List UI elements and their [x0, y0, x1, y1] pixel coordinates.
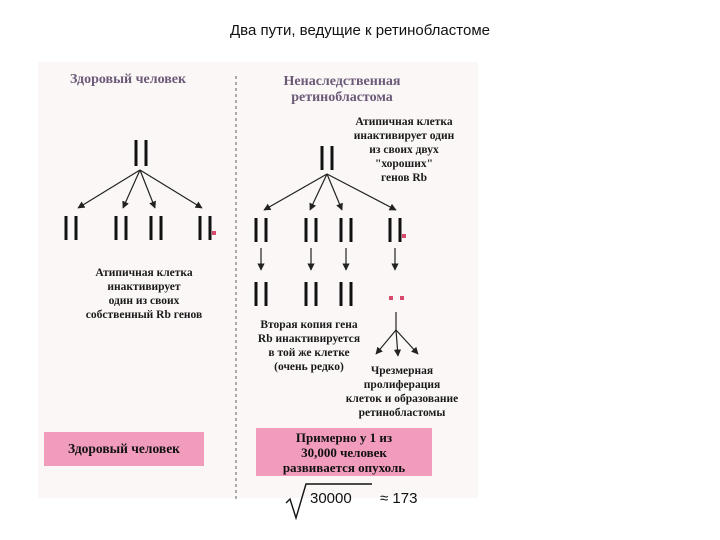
caption-line: инактивирует	[107, 281, 181, 293]
caption-line: собственный Rb генов	[85, 309, 203, 321]
caption-line: клеток и образование	[345, 393, 459, 405]
caption-line: ретинобластомы	[358, 407, 446, 419]
note-line: Атипичная клетка	[355, 116, 453, 128]
formula-radicand: 30000	[310, 490, 352, 507]
result-line: развивается опухоль	[282, 460, 406, 475]
left-parent-chromosomes	[134, 140, 148, 166]
figure-background	[38, 62, 478, 498]
slide-title: Два пути, ведущие к ретинобластоме	[230, 22, 490, 39]
formula-result: ≈ 173	[380, 490, 418, 507]
left-daughter-chromosomes	[64, 216, 212, 240]
result-line: 30,000 человек	[301, 445, 387, 460]
left-header: Здоровый человек	[70, 72, 187, 87]
note-line: генов Rb	[380, 172, 428, 184]
caption-line: (очень редко)	[274, 361, 344, 373]
note-line: из своих двух	[369, 144, 439, 156]
right-down-arrows	[257, 248, 399, 271]
right-daughter-chromosomes	[254, 218, 402, 242]
note-line: инактивирует один	[353, 130, 455, 142]
right-header-line: ретинобластома	[291, 90, 393, 105]
inactivation-note: Атипичная клетка инактивирует один из св…	[336, 115, 472, 185]
proliferation-fork	[375, 312, 419, 357]
left-branch-arrows	[77, 169, 203, 209]
caption-line: пролиферация	[363, 379, 441, 391]
tumor-result-text: Примерно у 1 из 30,000 человек развивает…	[256, 428, 432, 475]
caption-line: Вторая копия гена	[260, 319, 358, 331]
caption-line: Rb инактивируется	[257, 333, 361, 345]
caption-line: в той же клетке	[268, 347, 350, 359]
healthy-result-label: Здоровый человек	[68, 441, 180, 456]
right-second-row-chromosomes	[254, 282, 353, 306]
caption-line: один из своих	[108, 295, 180, 307]
caption-line: Атипичная клетка	[95, 267, 193, 279]
mutation-mark	[212, 231, 216, 235]
right-branch-arrows	[263, 173, 397, 211]
caption-line: Чрезмерная	[370, 365, 434, 377]
right-header-line: Ненаследственная	[283, 74, 401, 89]
proliferation-caption: Чрезмерная пролиферация клеток и образов…	[332, 364, 472, 420]
mutation-mark	[402, 234, 406, 238]
right-parent-chromosomes	[320, 146, 334, 170]
radical-sign	[285, 483, 372, 521]
left-caption: Атипичная клетка инактивирует один из св…	[64, 266, 224, 322]
healthy-result-box: Здоровый человек	[44, 432, 204, 466]
second-copy-caption: Вторая копия гена Rb инактивируется в то…	[240, 318, 378, 374]
tumor-result-box: Примерно у 1 из 30,000 человек развивает…	[256, 428, 432, 476]
mutation-mark	[400, 296, 404, 300]
result-line: Примерно у 1 из	[295, 430, 393, 445]
note-line: "хороших"	[374, 158, 434, 170]
mutation-mark	[389, 296, 393, 300]
right-header: Ненаследственная ретинобластома	[262, 74, 422, 106]
